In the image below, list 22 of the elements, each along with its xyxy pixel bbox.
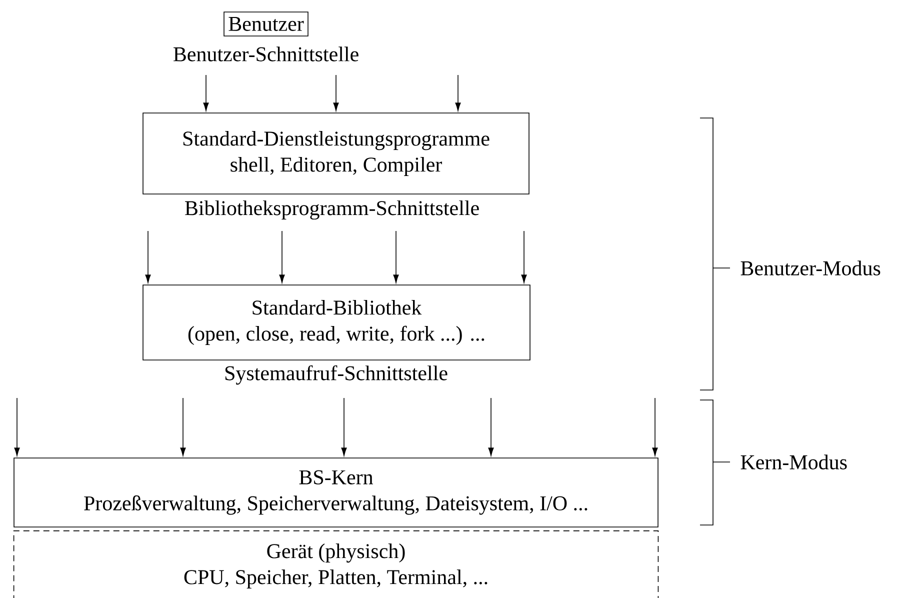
interface-label: Bibliotheksprogramm-Schnittstelle xyxy=(185,200,479,220)
arrow xyxy=(652,398,658,456)
user-box: Benutzer xyxy=(224,12,308,36)
arrow xyxy=(455,74,461,111)
interface-label: Systemaufruf-Schnittstelle xyxy=(225,365,448,385)
arrow xyxy=(488,398,494,456)
arrow xyxy=(333,74,339,111)
mode-label: Kern-Modus xyxy=(740,454,847,470)
dashed-box: Gerät (physisch) CPU, Speicher, Platten, Terminal, ... xyxy=(13,530,659,598)
mode-label: Benutzer-Modus xyxy=(740,260,880,276)
interface-label: Benutzer-Schnittstelle xyxy=(174,46,358,62)
arrow xyxy=(14,398,20,456)
box: Standard-Dienstleistungsprogramme shell, Editoren, Compiler xyxy=(142,112,530,194)
arrow xyxy=(341,398,347,456)
arrow xyxy=(203,74,209,111)
arrow xyxy=(279,230,285,283)
arrow xyxy=(393,230,399,283)
arrow xyxy=(145,230,151,283)
arrow xyxy=(521,230,527,283)
box: Standard-Bibliothek (open, close, read, write, fork ...) ... xyxy=(142,284,530,360)
arrow xyxy=(180,398,186,456)
box: BS-Kern Prozeßverwaltung, Speicherverwaltung, Dateisystem, I/O ... xyxy=(14,458,658,528)
